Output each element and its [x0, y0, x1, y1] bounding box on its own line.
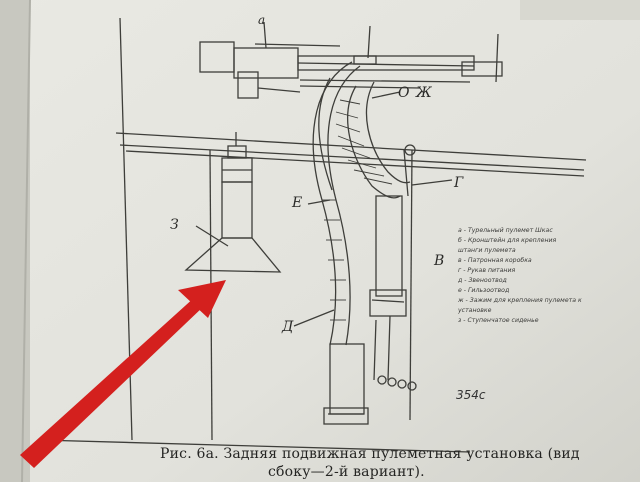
legend-item: з - Ступенчатое сиденье — [458, 317, 539, 324]
legend-item: ж - Зажим для крепления пулемета к — [458, 297, 582, 304]
figure-caption-line2: сбоку—2-й вариант). — [268, 464, 425, 480]
label-o: О — [398, 85, 410, 101]
legend-item: е - Гильзоотвод — [458, 287, 510, 294]
figure-caption-line1: Рис. 6а. Задняя подвижная пулеметная уст… — [160, 446, 580, 462]
label-z: З — [170, 217, 179, 233]
legend-item: г - Рукав питания — [458, 267, 516, 274]
label-zh: Ж — [416, 85, 432, 101]
label-g: Г — [454, 175, 464, 191]
red-arrow-annotation — [20, 280, 226, 468]
legend-item: штанги пулемета — [458, 247, 516, 254]
label-e: Е — [292, 195, 303, 211]
legend-item: д - Звеноотвод — [458, 277, 507, 284]
label-d: Д — [282, 319, 294, 335]
legend: а - Турельный пулемет Шкас б - Кронштейн… — [458, 226, 636, 326]
sheet-number: 354с — [456, 388, 486, 402]
legend-item: б - Кронштейн для крепления — [458, 237, 557, 244]
legend-item: а - Турельный пулемет Шкас — [458, 227, 553, 234]
drawing — [39, 17, 587, 453]
label-v: В — [434, 253, 445, 269]
label-a: а — [258, 13, 266, 27]
legend-item: в - Патронная коробка — [458, 257, 532, 264]
legend-item: установке — [458, 307, 492, 314]
